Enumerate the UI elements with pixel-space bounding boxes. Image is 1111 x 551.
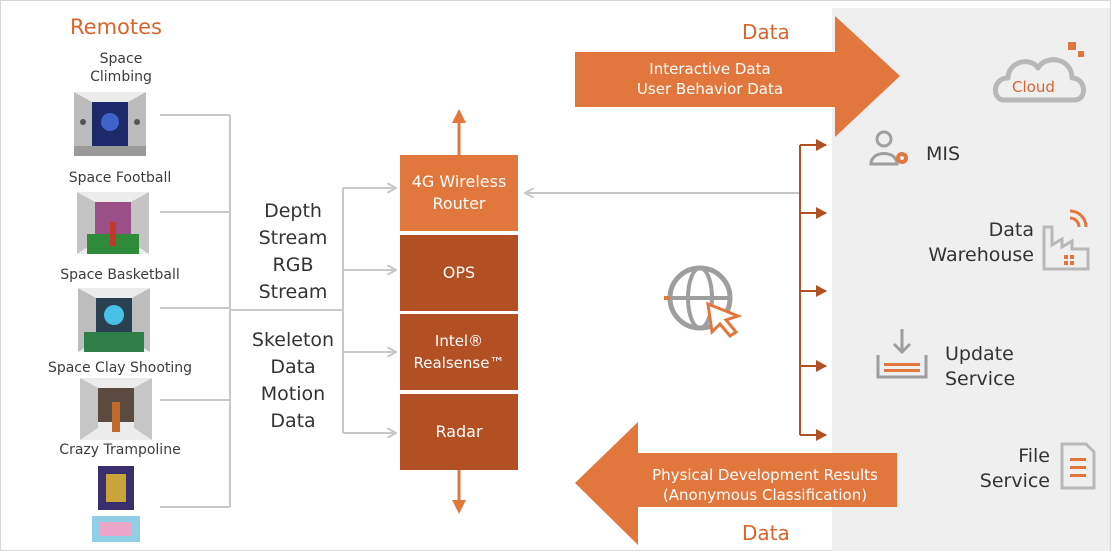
download-data-caption: Data <box>742 521 790 545</box>
mis-label: MIS <box>926 143 961 165</box>
ops-label: OPS <box>442 263 476 282</box>
stack-vertical-arrows <box>452 109 466 514</box>
download-data-arrow <box>575 422 897 545</box>
cloud-label: Cloud <box>1012 78 1055 96</box>
router-label: 4G Wireless Router <box>411 172 507 213</box>
upload-data-text: Interactive Data User Behavior Data <box>636 60 784 98</box>
radar-label: Radar <box>435 422 483 441</box>
file-service-label: File Service <box>979 445 1050 492</box>
radar-box: Radar <box>400 394 518 470</box>
mis-user-gear-icon <box>868 128 914 168</box>
remotes-bracket <box>160 114 395 508</box>
remote-thumb-clay-shooting <box>80 378 152 440</box>
realsense-label: Intel® Realsense™ <box>413 332 505 372</box>
remote-thumb-football <box>77 192 149 254</box>
upload-data-caption: Data <box>742 20 790 44</box>
remote-label-basketball: Space Basketball <box>60 267 180 283</box>
remote-label-clay-shooting: Space Clay Shooting <box>47 360 193 376</box>
realsense-box: Intel® Realsense™ <box>400 314 518 390</box>
upload-data-arrow <box>575 16 900 137</box>
globe-cursor-icon <box>660 258 746 338</box>
file-document-icon <box>1058 440 1098 492</box>
warehouse-factory-icon <box>1040 205 1092 271</box>
remotes-title: Remotes <box>70 15 162 39</box>
remote-label-football: Space Football <box>68 170 172 186</box>
remote-label-trampoline: Crazy Trampoline <box>59 442 181 458</box>
ops-box: OPS <box>400 235 518 311</box>
remote-thumb-climbing <box>74 92 146 156</box>
update-download-icon <box>874 327 930 381</box>
services-distribution <box>799 139 827 441</box>
router-box: 4G Wireless Router <box>400 155 518 231</box>
remote-thumb-trampoline <box>92 466 140 546</box>
remote-thumb-basketball <box>78 288 150 352</box>
update-service-label: Update Service <box>945 343 1016 390</box>
warehouse-label: Data Warehouse <box>928 219 1034 266</box>
stream-labels-depth-rgb: Depth Stream RGB Stream <box>258 200 328 303</box>
cloud-icon <box>990 38 1094 110</box>
stream-labels-skeleton-motion: Skeleton Data Motion Data <box>251 329 335 432</box>
download-data-text: Physical Development Results (Anonymous … <box>652 466 878 504</box>
remote-label-climbing: Space Climbing <box>90 51 152 85</box>
